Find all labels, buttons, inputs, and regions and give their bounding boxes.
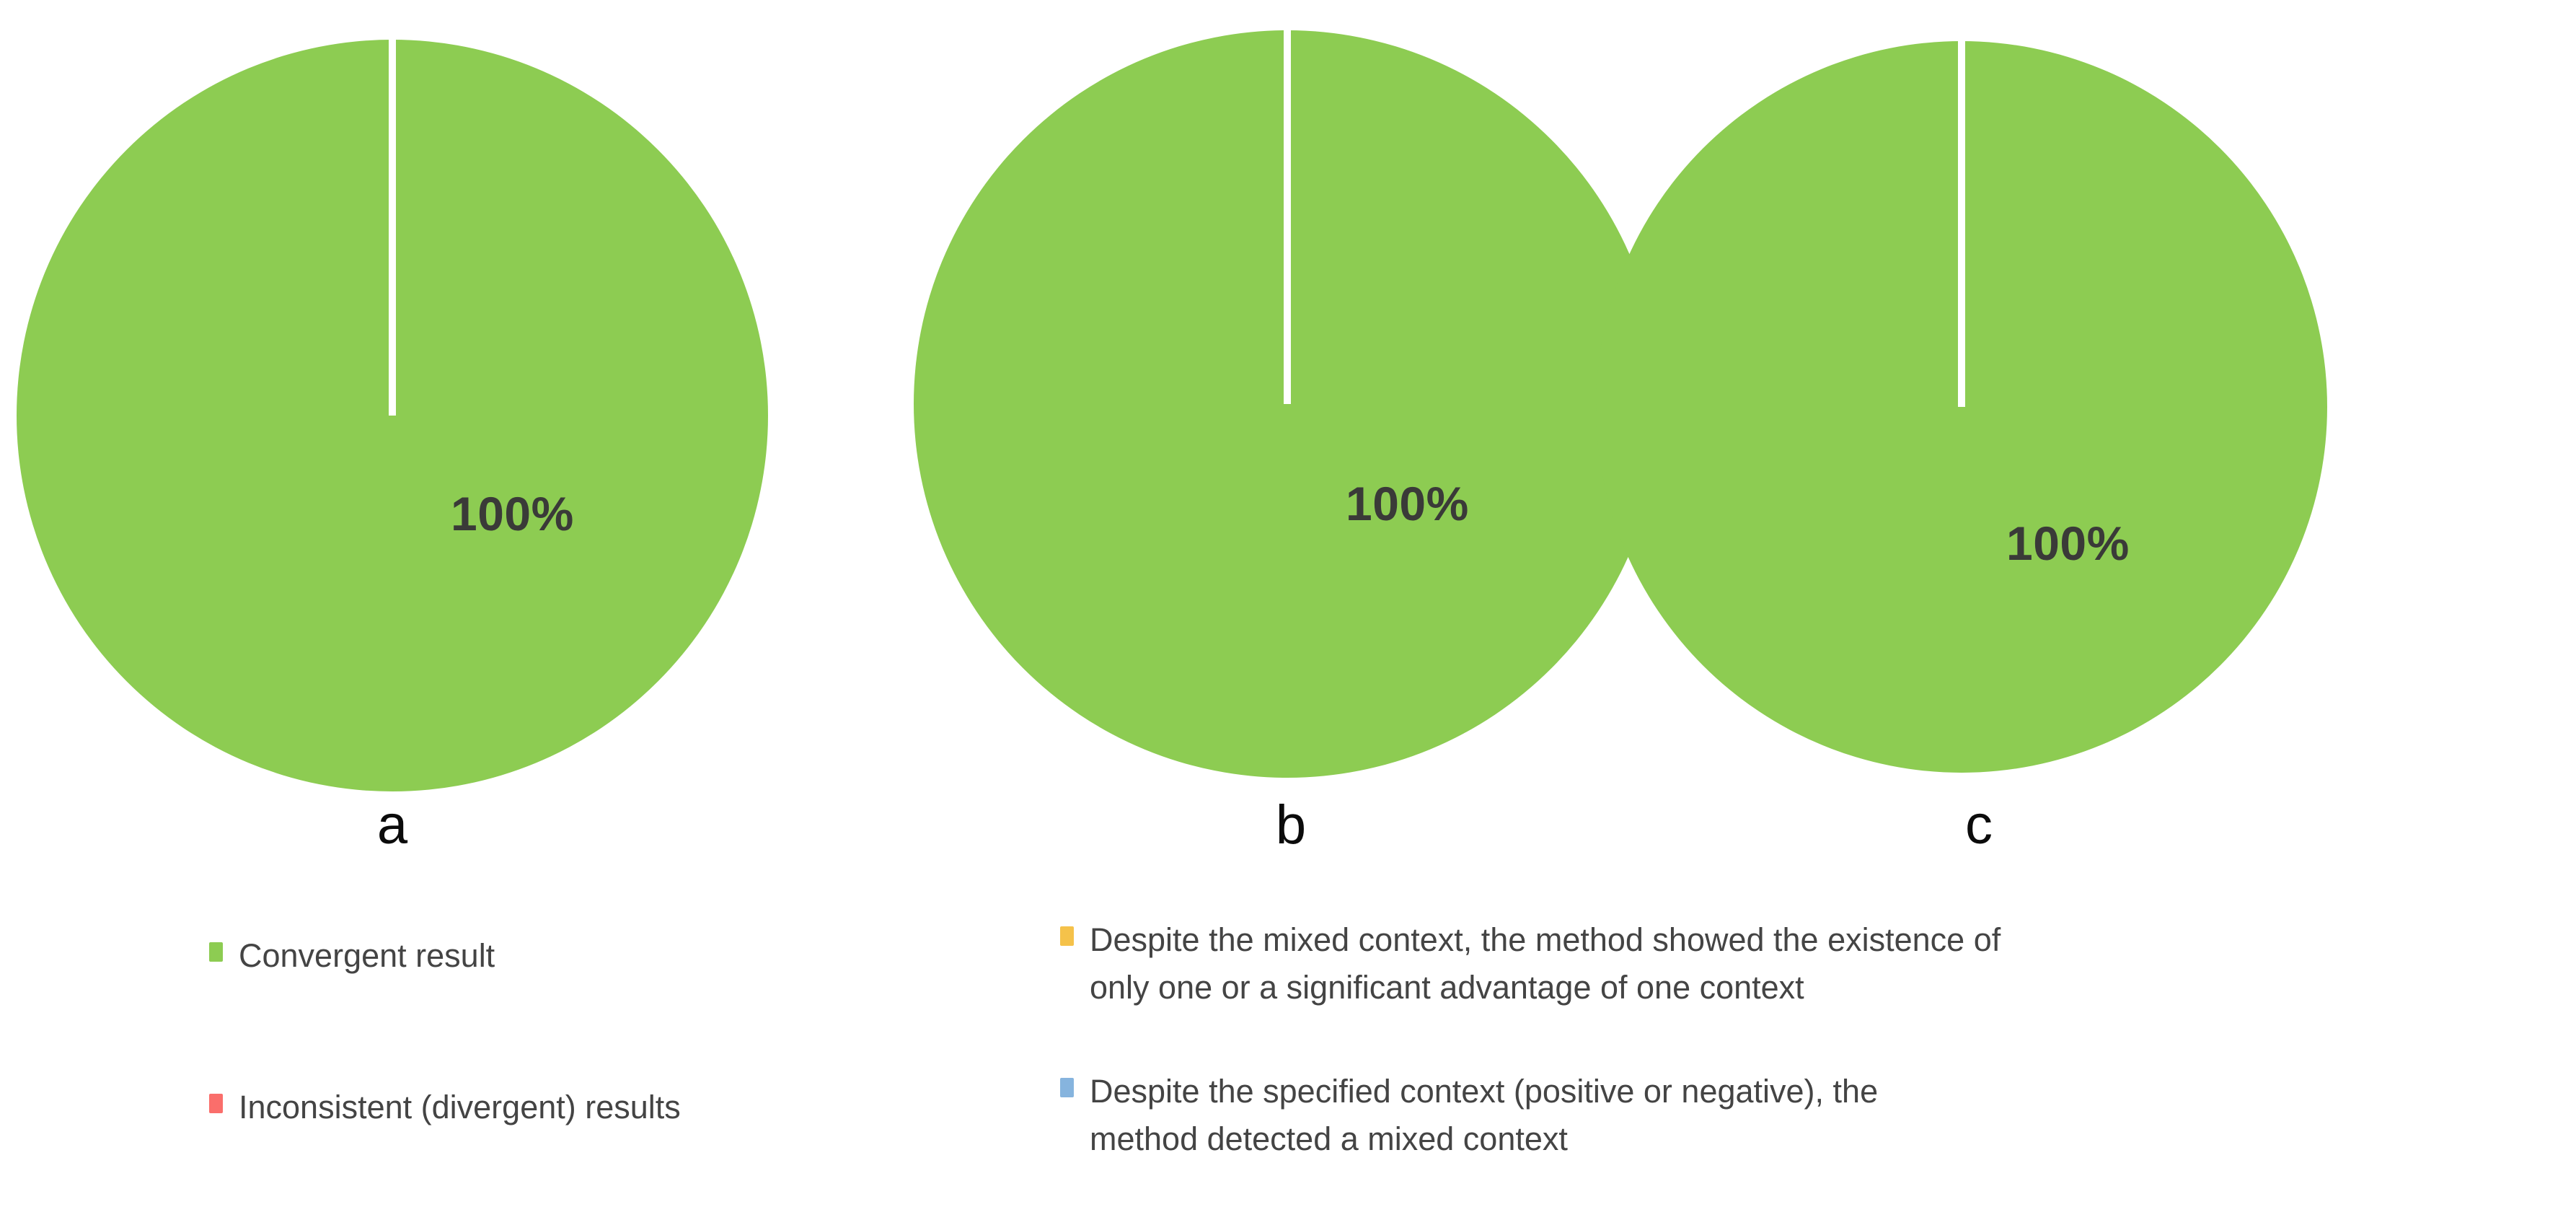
panel-letter-c: c — [1965, 794, 1993, 856]
legend-label-convergent-result: Convergent result — [239, 937, 495, 974]
pie-b-value-label: 100% — [1346, 477, 1469, 530]
pie-c-svg — [1596, 41, 2327, 773]
legend-item-convergent-result[interactable]: Convergent result — [209, 932, 495, 980]
legend-swatch-green — [209, 942, 223, 962]
legend-item-specified-context-mixed[interactable]: Despite the specified context (positive … — [1060, 1068, 1878, 1163]
legend-item-inconsistent-results[interactable]: Inconsistent (divergent) results — [209, 1084, 681, 1131]
legend-label-mixed-context-advantage: Despite the mixed context, the method sh… — [1090, 921, 2001, 1006]
pie-b-svg — [914, 30, 1661, 778]
pie-a-svg — [17, 40, 768, 791]
pie-chart-c — [1596, 41, 2327, 773]
legend-swatch-yellow — [1060, 926, 1074, 946]
panel-letter-b: b — [1275, 794, 1307, 856]
legend-item-mixed-context-advantage[interactable]: Despite the mixed context, the method sh… — [1060, 916, 2001, 1011]
legend-label-specified-context-mixed: Despite the specified context (positive … — [1090, 1073, 1879, 1157]
panel-letter-a: a — [376, 794, 408, 856]
pie-a-value-label: 100% — [451, 487, 574, 540]
legend-label-inconsistent-results: Inconsistent (divergent) results — [239, 1089, 681, 1125]
chart-legend: Convergent result Inconsistent (divergen… — [0, 916, 2576, 1207]
pie-chart-b — [914, 30, 1661, 778]
pie-chart-a — [17, 40, 768, 791]
pie-c-value-label: 100% — [2006, 517, 2130, 570]
legend-swatch-blue — [1060, 1078, 1074, 1097]
legend-swatch-red — [209, 1094, 223, 1113]
